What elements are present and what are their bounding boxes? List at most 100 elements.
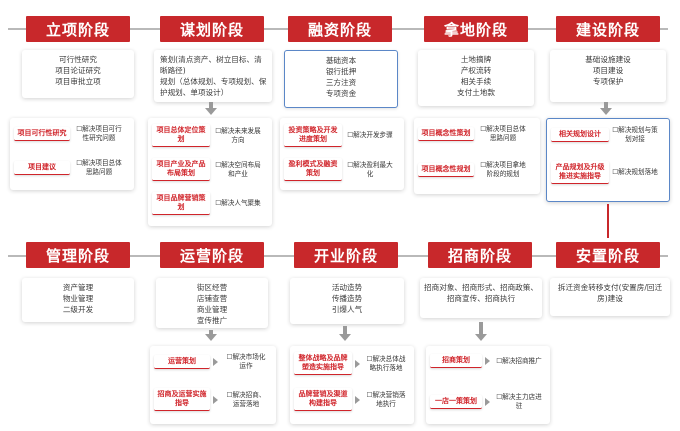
desc-line: 可行性研究 (59, 55, 97, 64)
down-arrow-stem (479, 322, 483, 334)
sub-text: ☐解决盈利最大化 (347, 161, 393, 178)
sub-box-rongzi: 投资策略及开发进度策划 ☐解决开发步骤 盈利模式及融资策划 ☐解决盈利最大化 (280, 118, 404, 190)
down-arrow (600, 108, 612, 115)
sub-box-mouhua: 项目总体定位策划 ☐解决未来发展方向 项目产业及产品布局策划 ☐解决空间布局和产… (148, 118, 272, 226)
desc-line: 项目审批立项 (55, 77, 101, 86)
sub-text: ☐解决主力店进驻 (496, 393, 542, 410)
stage-header-anzhi: 安置阶段 (556, 242, 660, 268)
sub-text: ☐解决项目总体思路问题 (480, 125, 526, 142)
arrow-right-icon (355, 359, 360, 368)
sub-text: ☐解决开发步骤 (347, 131, 393, 140)
desc-line: 传播造势 (331, 294, 363, 303)
stage-header-lixiang: 立项阶段 (26, 16, 130, 42)
sub-title: 整体战略及品牌塑造实施指导 (294, 352, 352, 375)
sub-row: 项目产业及产品布局策划 ☐解决空间布局和产业 (152, 158, 268, 181)
sub-title: 品牌营销及渠道构建指导 (294, 388, 352, 411)
desc-line: 拆迁资金转移支付(安置房/回迁房)建设 (557, 283, 663, 303)
desc-line: 专项资金 (325, 89, 357, 98)
stage-desc-yunying: 街区经营 店铺查营 商业管理 宣传推广 (156, 278, 268, 328)
sub-box-zhaoshang: 招商策划 ☐解决招商推广 一店一策策划 ☐解决主力店进驻 (426, 346, 550, 424)
sub-text: ☐解决项目总体思路问题 (76, 159, 122, 176)
down-arrow-stem (209, 330, 213, 334)
desc-line: 宣传推广 (196, 316, 228, 325)
down-arrow-stem (343, 326, 347, 334)
stage-header-guanli: 管理阶段 (26, 242, 130, 268)
arrow-right-icon (485, 397, 490, 406)
sub-text: ☐解决招商推广 (496, 356, 542, 365)
sub-row: 项目概念性策划 ☐解决项目总体思路问题 (418, 124, 536, 143)
desc-line: 基础资本 (325, 56, 357, 65)
sub-title: 项目建议 (14, 160, 70, 175)
stage-desc-zhaoshang: 招商对象、招商形式、招商政策、招商宣传、招商执行 (420, 278, 542, 318)
arrow-right-icon (485, 357, 490, 365)
sub-title: 项目概念性规划 (418, 162, 474, 177)
arrow-right-icon (355, 395, 360, 404)
sub-box-kaiye: 整体战略及品牌塑造实施指导 ☐解决总体战略执行落地 品牌营销及渠道构建指导 ☐解… (290, 346, 414, 424)
stage-header-mouhua: 谋划阶段 (160, 16, 264, 42)
sub-title: 项目总体定位策划 (152, 124, 210, 147)
desc-line: 街区经营 (196, 283, 228, 292)
stage-desc-guanli: 资产管理 物业管理 二级开发 (22, 278, 134, 322)
sub-text: ☐解决招商、运营落地 (226, 391, 266, 408)
stage-desc-anzhi: 拆迁资金转移支付(安置房/回迁房)建设 (550, 278, 670, 316)
stage-header-nadi: 拿地阶段 (424, 16, 528, 42)
sub-title: 招商及运营实施指导 (154, 388, 210, 411)
stage-desc-jianshe: 基础设施建设 项目建设 专项保护 (550, 50, 666, 102)
sub-text: ☐解决营销落地执行 (366, 391, 406, 408)
sub-row: 相关规划设计 ☐解决规划与策划对接 (551, 125, 665, 144)
desc-line: 店铺查营 (196, 294, 228, 303)
sub-text: ☐解决总体战略执行落地 (366, 355, 406, 372)
sub-row: 运营策划 ☐解决市场化运作 (154, 352, 272, 371)
desc-line: 专项保护 (592, 77, 624, 86)
desc-line: 产权流转 (460, 66, 492, 75)
sub-row: 项目概念性规划 ☐解决项目拿地阶段的规划 (418, 160, 536, 179)
sub-text: ☐解决未来发展方向 (215, 127, 261, 144)
sub-box-jianshe: 相关规划设计 ☐解决规划与策划对接 产品规划及升级推进实施指导 ☐解决规划落地 (546, 118, 670, 202)
desc-line: 相关手续 (460, 77, 492, 86)
sub-row: 投资策略及开发进度策划 ☐解决开发步骤 (284, 124, 400, 147)
sub-row: 产品规划及升级推进实施指导 ☐解决规划落地 (551, 161, 665, 184)
flow-down-line (607, 204, 609, 238)
stage-desc-lixiang: 可行性研究 项目论证研究 项目审批立项 (22, 50, 134, 98)
sub-box-nadi: 项目概念性策划 ☐解决项目总体思路问题 项目概念性规划 ☐解决项目拿地阶段的规划 (414, 118, 540, 194)
down-arrow (475, 334, 487, 341)
down-arrow (205, 108, 217, 115)
desc-line: 策划(清点资产、树立目标、清晰路径) (160, 55, 262, 75)
desc-line: 招商对象、招商形式、招商政策、招商宣传、招商执行 (424, 283, 538, 303)
sub-text: ☐解决空间布局和产业 (215, 161, 261, 178)
sub-title: 相关规划设计 (551, 127, 609, 142)
sub-row: 招商策划 ☐解决招商推广 (430, 354, 546, 368)
sub-text: ☐解决规划落地 (612, 168, 658, 177)
sub-box-lixiang: 项目可行性研究 ☐解决项目可行性研究问题 项目建议 ☐解决项目总体思路问题 (10, 118, 134, 190)
desc-line: 土地摘牌 (460, 55, 492, 64)
sub-row: 品牌营销及渠道构建指导 ☐解决营销落地执行 (294, 388, 410, 411)
sub-row: 项目建议 ☐解决项目总体思路问题 (14, 158, 130, 177)
sub-text: ☐解决规划与策划对接 (612, 126, 658, 143)
sub-title: 产品规划及升级推进实施指导 (551, 161, 609, 184)
sub-title: 项目可行性研究 (14, 126, 70, 141)
desc-line: 资产管理 (62, 283, 94, 292)
sub-row: 一店一策策划 ☐解决主力店进驻 (430, 392, 546, 411)
stage-header-yunying: 运营阶段 (160, 242, 264, 268)
desc-line: 项目建设 (592, 66, 624, 75)
stage-desc-kaiye: 活动造势 传播造势 引爆人气 (290, 278, 404, 324)
sub-row: 项目总体定位策划 ☐解决未来发展方向 (152, 124, 268, 147)
sub-title: 项目概念性策划 (418, 126, 474, 141)
sub-title: 一店一策策划 (430, 394, 482, 409)
stage-desc-mouhua: 策划(清点资产、树立目标、清晰路径) 规划（总体规划、专项规划、保护规划、单项设… (154, 50, 272, 102)
sub-row: 项目品牌营销策划 ☐解决人气聚集 (152, 192, 268, 215)
sub-title: 投资策略及开发进度策划 (284, 124, 342, 147)
desc-line: 物业管理 (62, 294, 94, 303)
sub-row: 项目可行性研究 ☐解决项目可行性研究问题 (14, 124, 130, 143)
arrow-right-icon (213, 357, 218, 366)
desc-line: 三方注资 (325, 78, 357, 87)
down-arrow-stem (604, 102, 608, 108)
sub-title: 项目产业及产品布局策划 (152, 158, 210, 181)
desc-line: 二级开发 (62, 305, 94, 314)
desc-line: 规划（总体规划、专项规划、保护规划、单项设计） (160, 77, 267, 97)
desc-line: 基础设施建设 (585, 55, 631, 64)
desc-line: 引爆人气 (331, 305, 363, 314)
down-arrow (339, 334, 351, 341)
stage-header-rongzi: 融资阶段 (288, 16, 392, 42)
sub-row: 整体战略及品牌塑造实施指导 ☐解决总体战略执行落地 (294, 352, 410, 375)
